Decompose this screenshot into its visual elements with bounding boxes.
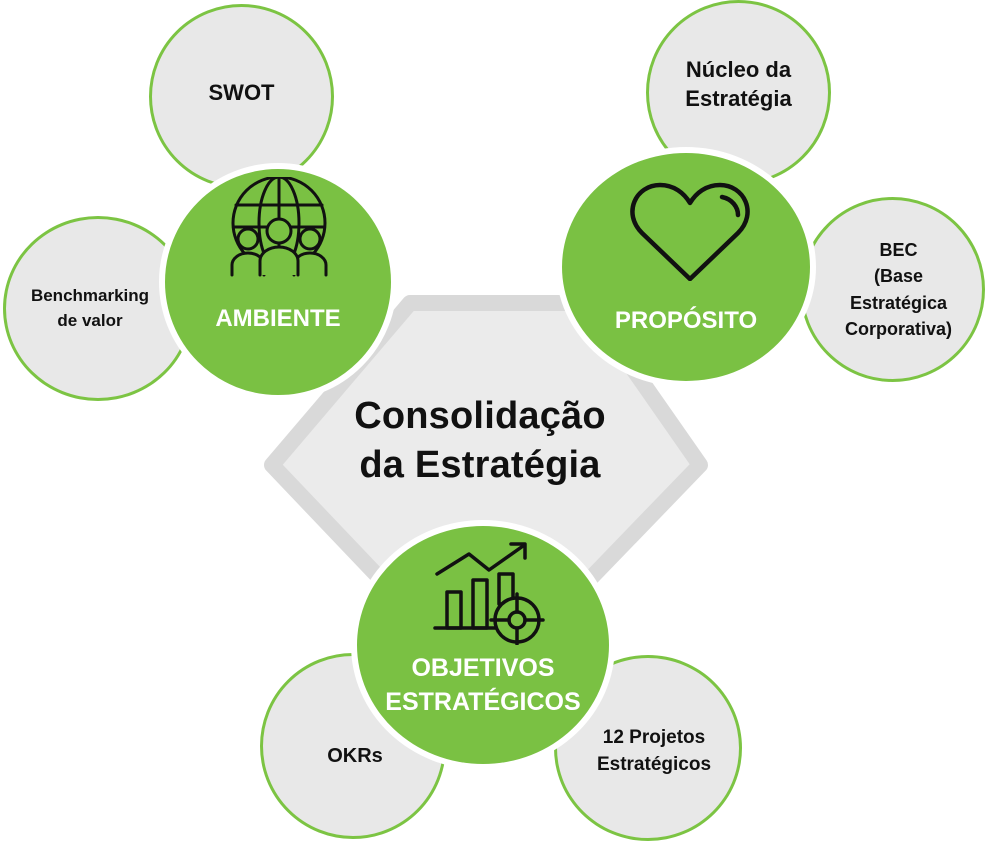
- satellite-bec-label: BEC (Base Estratégica Corporativa): [844, 240, 952, 339]
- satellite-benchmarking-label: Benchmarking de valor: [30, 285, 150, 330]
- satellite-swot-label: SWOT: [208, 79, 275, 105]
- center-title: Consolidação da Estratégia: [354, 395, 606, 487]
- satellite-swot: SWOT: [149, 4, 334, 189]
- hub-objetivos: OBJETIVOS ESTRATÉGICOS: [351, 520, 615, 770]
- globe-people-icon: [230, 177, 328, 277]
- hub-proposito-label: PROPÓSITO: [614, 307, 758, 334]
- satellite-bec: BEC (Base Estratégica Corporativa): [800, 197, 985, 382]
- hub-ambiente: AMBIENTE: [159, 163, 397, 401]
- growth-chart-target-icon: [433, 542, 545, 645]
- heart-icon: [630, 182, 750, 281]
- satellite-nucleo-label: Núcleo da Estratégia: [685, 56, 792, 111]
- hub-proposito: PROPÓSITO: [556, 147, 816, 387]
- hub-objetivos-label: OBJETIVOS ESTRATÉGICOS: [385, 654, 581, 716]
- satellite-okrs-label: OKRs: [327, 744, 383, 767]
- satellite-projetos-label: 12 Projetos Estratégicos: [596, 727, 712, 775]
- hub-ambiente-label: AMBIENTE: [215, 305, 341, 332]
